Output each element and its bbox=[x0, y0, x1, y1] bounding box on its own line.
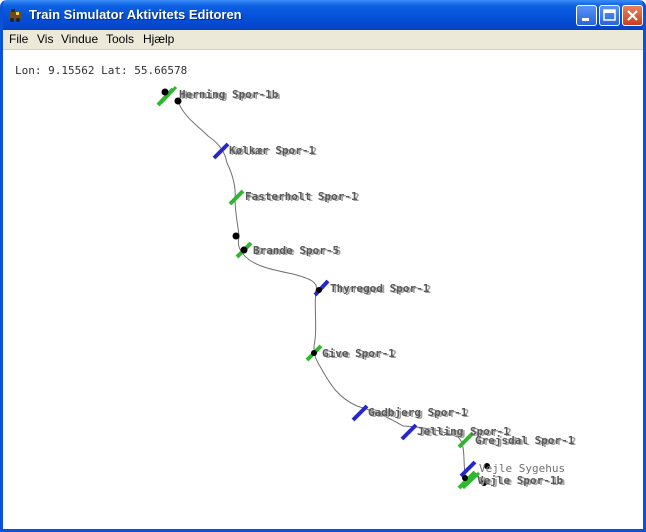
station-marker-kolkaer[interactable] bbox=[212, 142, 230, 160]
station-marker-vejle-sygehus[interactable] bbox=[459, 460, 490, 478]
station-marker-gadbjerg[interactable] bbox=[351, 404, 369, 422]
station-label-shadow: Gadbjerg Spor-2 bbox=[370, 407, 469, 420]
station-marker-fasterholt[interactable] bbox=[228, 189, 245, 206]
minimize-icon bbox=[582, 18, 589, 21]
route-map[interactable]: Herning Spor-1a Herning Spor-1b Kølkær S… bbox=[3, 50, 643, 529]
map-canvas[interactable]: Lon: 9.15562 Lat: 55.66578 bbox=[3, 50, 643, 529]
station-marker-vejle[interactable] bbox=[457, 470, 487, 490]
station-label-shadow: Kølkær Spor-2 bbox=[231, 145, 317, 158]
station-label-kolkaer: Kølkær Spor-1 bbox=[229, 144, 315, 157]
station-label-give: Give Spor-1 bbox=[322, 347, 395, 360]
menu-bar: File Vis Vindue Tools Hjælp bbox=[3, 30, 643, 50]
station-label-shadow: Give Spor-2 bbox=[324, 348, 397, 361]
station-label-herning: Herning Spor-1b bbox=[179, 88, 279, 101]
station-marker-give[interactable] bbox=[305, 344, 323, 362]
station-label-vejle-sygehus: Vejle Sygehus bbox=[479, 462, 565, 475]
menu-tools[interactable]: Tools bbox=[106, 32, 135, 46]
station-label-shadow: Grejsdal Spor-2 bbox=[477, 435, 576, 448]
close-button[interactable] bbox=[622, 5, 643, 26]
maximize-icon bbox=[603, 9, 616, 21]
track-line bbox=[177, 100, 467, 479]
station-label-thyregod: Thyregod Spor-1 bbox=[330, 282, 430, 295]
station-label-shadow: Fasterholt Spor-2 bbox=[247, 191, 360, 204]
station-label-gadbjerg: Gadbjerg Spor-1 bbox=[368, 406, 468, 419]
station-label-shadow: Thyregod Spor-2 bbox=[332, 283, 431, 296]
menu-file[interactable]: File bbox=[9, 32, 29, 46]
station-label-brande: Brande Spor-5 bbox=[253, 244, 339, 257]
minimize-button[interactable] bbox=[576, 5, 597, 26]
station-marker-brande[interactable] bbox=[232, 232, 253, 259]
menu-vindue[interactable]: Vindue bbox=[61, 32, 99, 46]
title-bar[interactable]: Train Simulator Aktivitets Editoren bbox=[3, 0, 643, 30]
station-label-shadow: Jelling Spor-2 bbox=[419, 426, 512, 439]
station-label-shadow: Brande Spor-6 bbox=[255, 245, 341, 258]
station-label-vejle: Vejle Spor-1b bbox=[477, 474, 563, 487]
station-label-fasterholt: Fasterholt Spor-1 bbox=[245, 190, 358, 203]
station-marker-jelling[interactable] bbox=[400, 423, 418, 441]
window-title: Train Simulator Aktivitets Editoren bbox=[29, 7, 242, 22]
close-icon bbox=[627, 10, 638, 21]
menu-vis[interactable]: Vis bbox=[37, 32, 54, 46]
station-marker-thyregod[interactable] bbox=[313, 279, 330, 297]
station-label-shadow: Vejle Spor-1a bbox=[479, 475, 565, 488]
menu-hjaelp[interactable]: Hjælp bbox=[143, 32, 175, 46]
maximize-button[interactable] bbox=[599, 5, 620, 26]
station-marker-herning[interactable] bbox=[156, 85, 182, 107]
train-icon bbox=[9, 9, 21, 22]
station-marker-grejsdal[interactable] bbox=[457, 431, 475, 449]
station-label-shadow: Herning Spor-1a bbox=[181, 89, 280, 102]
station-label-grejsdal: Grejsdal Spor-1 bbox=[475, 434, 575, 447]
coordinate-readout: Lon: 9.15562 Lat: 55.66578 bbox=[15, 64, 188, 77]
station-label-jelling: Jelling Spor-1 bbox=[417, 425, 510, 438]
